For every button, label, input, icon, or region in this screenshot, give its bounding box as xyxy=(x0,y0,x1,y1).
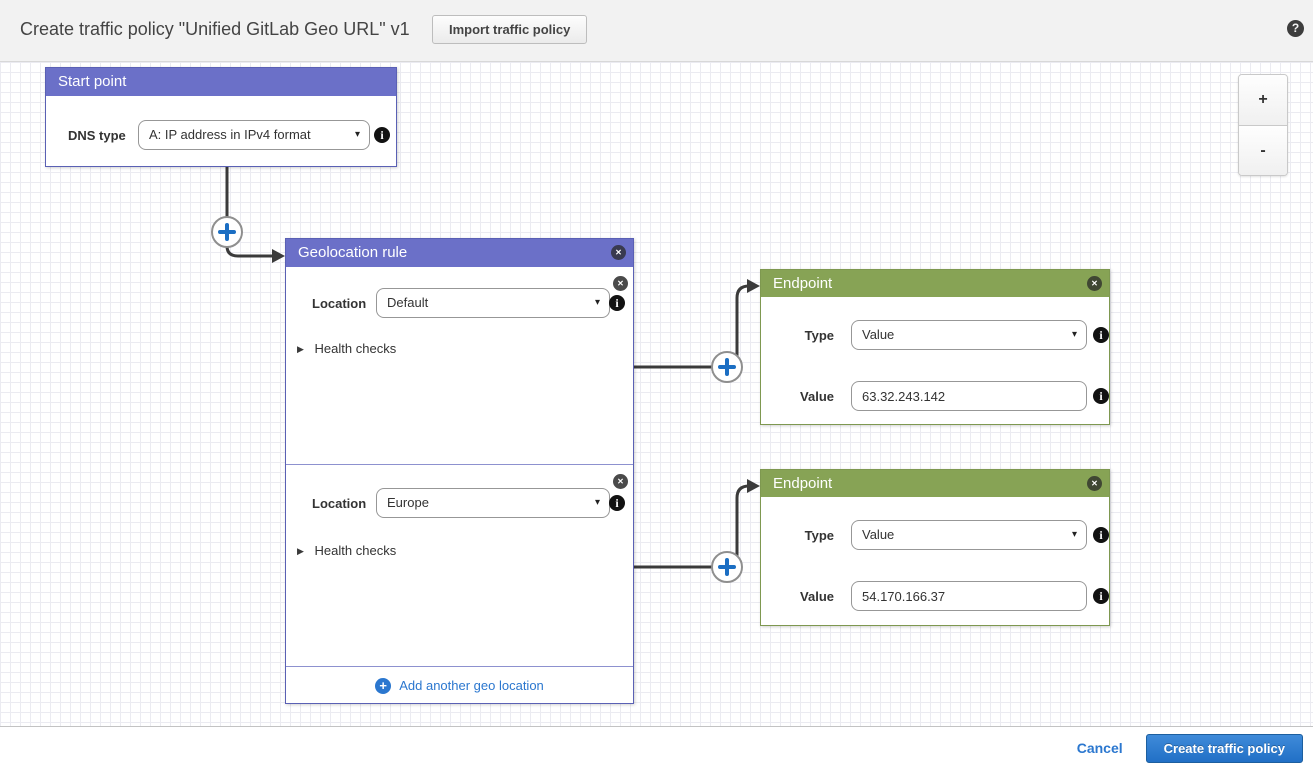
action-footer: Cancel Create traffic policy xyxy=(0,727,1313,769)
type-label: Type xyxy=(804,328,834,343)
endpoint-type-value: Value xyxy=(862,527,895,542)
endpoint-type-value: Value xyxy=(862,327,895,342)
health-checks-expander[interactable]: ▶ Health checks xyxy=(297,543,396,558)
info-icon[interactable]: i xyxy=(609,495,625,511)
health-checks-expander[interactable]: ▶ Health checks xyxy=(297,341,396,356)
info-icon[interactable]: i xyxy=(1093,527,1109,543)
info-icon[interactable]: i xyxy=(1093,588,1109,604)
add-icon: + xyxy=(375,677,392,694)
info-icon[interactable]: i xyxy=(1093,327,1109,343)
zoom-in-button[interactable]: + xyxy=(1239,75,1287,125)
type-label: Type xyxy=(804,528,834,543)
endpoint-title: Endpoint xyxy=(773,475,833,492)
canvas-zoom-controls: + - xyxy=(1238,74,1288,176)
endpoint-type-select[interactable]: Value ▾ xyxy=(851,520,1087,550)
add-endpoint2-connector-button[interactable] xyxy=(711,551,743,583)
add-rule-connector-button[interactable] xyxy=(211,216,243,248)
dns-type-value: A: IP address in IPv4 format xyxy=(149,127,311,142)
health-checks-label: Health checks xyxy=(314,543,397,558)
connector-geo2-to-endpoint2 xyxy=(735,484,750,571)
geo-rule-footer: + Add another geo location xyxy=(286,667,633,704)
endpoint-node-2: Endpoint ✕ Type Value ▾ i Value i xyxy=(760,469,1110,626)
geo-rule-row-default: ✕ Location Default ▾ i ▶ Health checks xyxy=(286,267,633,465)
create-traffic-policy-button[interactable]: Create traffic policy xyxy=(1145,733,1303,763)
endpoint-value-input[interactable] xyxy=(851,381,1087,411)
caret-down-icon: ▾ xyxy=(354,129,360,140)
location-value: Default xyxy=(387,295,429,310)
import-traffic-policy-button[interactable]: Import traffic policy xyxy=(432,15,588,44)
start-point-node: Start point DNS type A: IP address in IP… xyxy=(45,67,397,167)
caret-down-icon: ▾ xyxy=(1071,329,1077,340)
caret-down-icon: ▾ xyxy=(1071,529,1077,540)
arrowhead-into-endpoint2 xyxy=(747,479,760,493)
arrowhead-into-endpoint1 xyxy=(747,279,760,293)
plus-icon xyxy=(218,223,236,241)
add-endpoint1-connector-button[interactable] xyxy=(711,351,743,383)
plus-icon xyxy=(718,358,736,376)
geolocation-rule-node: Geolocation rule ✕ ✕ Location Default ▾ … xyxy=(285,238,634,704)
info-icon[interactable]: i xyxy=(609,295,625,311)
endpoint-header: Endpoint ✕ xyxy=(761,270,1109,297)
endpoint-header: Endpoint ✕ xyxy=(761,470,1109,497)
connector-geo1-to-endpoint1 xyxy=(735,284,750,371)
close-icon[interactable]: ✕ xyxy=(611,245,626,260)
endpoint-value-input[interactable] xyxy=(851,581,1087,611)
expand-right-icon: ▶ xyxy=(297,546,304,556)
close-icon[interactable]: ✕ xyxy=(613,276,628,291)
add-geo-location-label: Add another geo location xyxy=(399,678,544,693)
expand-right-icon: ▶ xyxy=(297,344,304,354)
page-title: Create traffic policy "Unified GitLab Ge… xyxy=(20,19,410,39)
start-point-header: Start point xyxy=(46,68,396,96)
caret-down-icon: ▾ xyxy=(594,497,600,508)
top-header: Create traffic policy "Unified GitLab Ge… xyxy=(0,0,1313,62)
help-icon[interactable]: ? xyxy=(1287,20,1304,37)
close-icon[interactable]: ✕ xyxy=(1087,276,1102,291)
health-checks-label: Health checks xyxy=(314,341,397,356)
geo-rule-row-europe: ✕ Location Europe ▾ i ▶ Health checks xyxy=(286,465,633,667)
geolocation-rule-header: Geolocation rule ✕ xyxy=(286,239,633,267)
cancel-link[interactable]: Cancel xyxy=(1076,740,1123,756)
endpoint-type-select[interactable]: Value ▾ xyxy=(851,320,1087,350)
add-geo-location-link[interactable]: + Add another geo location xyxy=(375,677,544,694)
info-icon[interactable]: i xyxy=(374,127,390,143)
arrowhead-into-geo xyxy=(272,249,285,263)
endpoint-node-1: Endpoint ✕ Type Value ▾ i Value i xyxy=(760,269,1110,425)
location-select[interactable]: Default ▾ xyxy=(376,288,610,318)
dns-type-select[interactable]: A: IP address in IPv4 format ▾ xyxy=(138,120,370,150)
value-label: Value xyxy=(800,589,834,604)
location-label: Location xyxy=(312,296,367,311)
dns-type-label: DNS type xyxy=(68,128,126,143)
info-icon[interactable]: i xyxy=(1093,388,1109,404)
caret-down-icon: ▾ xyxy=(594,297,600,308)
close-icon[interactable]: ✕ xyxy=(613,474,628,489)
location-select[interactable]: Europe ▾ xyxy=(376,488,610,518)
endpoint-title: Endpoint xyxy=(773,275,833,292)
geolocation-rule-title: Geolocation rule xyxy=(298,244,408,261)
location-value: Europe xyxy=(387,495,429,510)
close-icon[interactable]: ✕ xyxy=(1087,476,1102,491)
zoom-out-button[interactable]: - xyxy=(1239,125,1287,175)
connector-lines xyxy=(211,167,760,583)
plus-icon xyxy=(718,558,736,576)
location-label: Location xyxy=(312,496,367,511)
traffic-policy-canvas: Start point DNS type A: IP address in IP… xyxy=(0,62,1313,727)
value-label: Value xyxy=(800,389,834,404)
